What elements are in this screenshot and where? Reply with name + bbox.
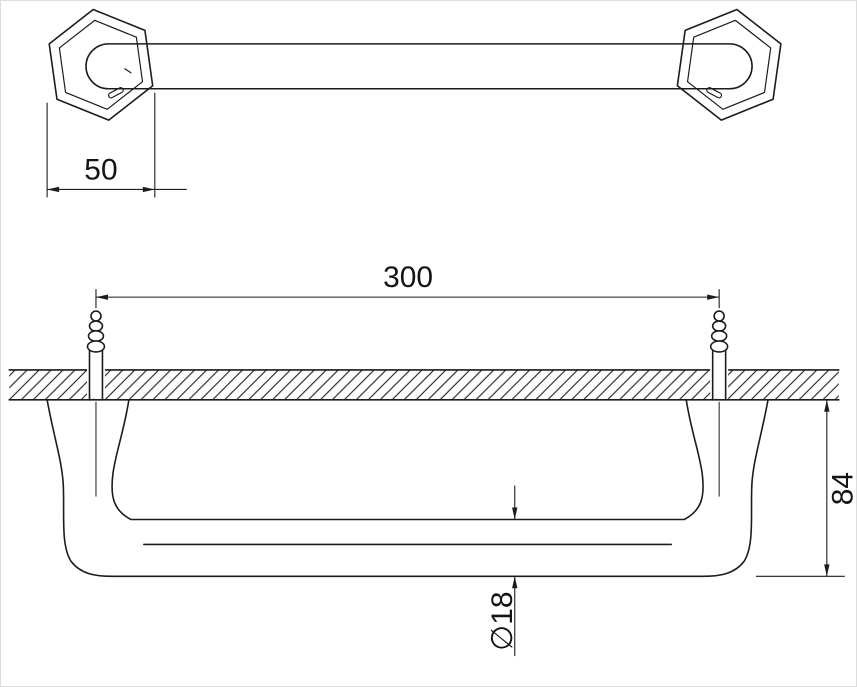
dimension-mount-height: 84 <box>756 399 856 577</box>
arrowhead <box>707 294 720 300</box>
arrowhead <box>47 186 60 193</box>
finial-ball <box>90 310 102 322</box>
left-screw-slot <box>107 87 124 99</box>
post-wall-gap <box>86 366 105 399</box>
finial-bead <box>87 330 105 343</box>
towel-bar-top-view <box>85 43 753 90</box>
arrowhead <box>95 294 108 300</box>
bracket-outer-contour <box>46 399 769 578</box>
front-view <box>8 310 840 578</box>
dimension-label-mount-height: 84 <box>827 472 856 505</box>
left-hexagon-endcap-outer <box>48 8 154 121</box>
arrowhead <box>824 399 830 412</box>
wall-hatching <box>9 369 839 400</box>
arrowhead <box>512 576 518 589</box>
finial-bead <box>710 330 728 343</box>
arrowhead <box>142 186 155 193</box>
left-hexagon-endcap-inner <box>58 19 144 110</box>
left-mount-post <box>86 310 106 497</box>
bracket-inner-contour <box>111 399 704 521</box>
finial-bead <box>86 340 106 353</box>
arrowhead <box>824 564 830 577</box>
finial-bead <box>88 320 104 332</box>
dimension-label-endcap-width: 50 <box>84 153 117 186</box>
finial-bead <box>709 340 729 353</box>
right-screw-slot <box>706 87 723 99</box>
surface-mark <box>124 68 132 74</box>
arrowhead <box>512 507 518 520</box>
right-hexagon-endcap-inner <box>686 19 772 110</box>
finial-bead <box>711 320 727 332</box>
right-mount-post <box>709 310 729 497</box>
dimension-endcap-width: 50 <box>46 92 187 198</box>
dimension-bar-length: 300 <box>95 261 720 309</box>
right-hexagon-endcap-outer <box>676 8 782 121</box>
post-wall-gap <box>710 366 729 399</box>
finial-ball <box>713 310 725 322</box>
dimension-label-bar-diameter: ∅18 <box>486 592 519 651</box>
dimension-bar-diameter: ∅18 <box>486 485 519 657</box>
top-view <box>48 8 782 121</box>
dimension-label-bar-length: 300 <box>383 261 433 294</box>
